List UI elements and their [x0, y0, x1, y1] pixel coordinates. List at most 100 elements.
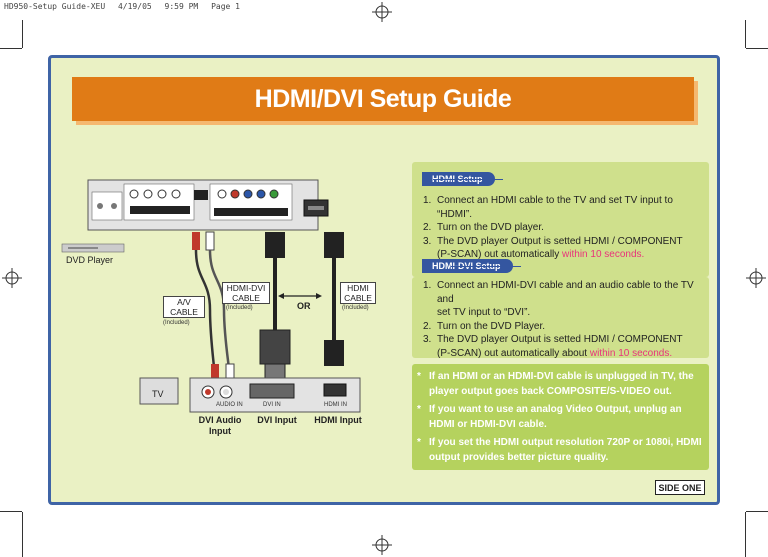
hdmi-cable-label: HDMI CABLE — [340, 282, 376, 304]
step-row: 1. Connect an HDMI cable to the TV and se… — [423, 194, 708, 221]
step-text: The DVD player Output is setted HDMI / C… — [437, 333, 683, 347]
note-bullet: * — [417, 437, 421, 448]
note-item: * If you want to use an analog Video Outp… — [417, 402, 707, 432]
note-item: * If you set the HDMI output resolution 7… — [417, 435, 707, 465]
hdmi-dvi-setup-tag: HDMI-DVI Setup — [422, 259, 520, 273]
crop-mark — [22, 512, 23, 557]
step-row: (P-SCAN) out automatically about within … — [423, 347, 708, 361]
step-row: 2. Turn on the DVD Player. — [423, 320, 708, 334]
step-number: 1. — [423, 280, 432, 291]
dvi-audio-input-line2: Input — [209, 426, 231, 436]
file-name: HD950-Setup Guide-XEU — [4, 2, 106, 11]
page-number: Page 1 — [211, 2, 240, 11]
hdmi-dvi-setup-steps: 1. Connect an HDMI-DVI cable and an audio… — [423, 279, 708, 360]
step-text-main: Connect an HDMI-DVI cable and an audio c… — [437, 280, 694, 305]
step-text-main: set TV input to “DVI”. — [437, 307, 531, 318]
step-number — [423, 306, 437, 320]
tv-icon — [139, 377, 179, 405]
dvd-player-back-panel — [87, 179, 329, 231]
av-cable — [192, 231, 235, 383]
hdmi-dvi-cable-note: (Included) — [226, 305, 253, 311]
hdmi-in-port-label: HDMI IN — [324, 402, 347, 408]
dvi-audio-input-label: DVI Audio Input — [190, 415, 250, 437]
hdmi-dvi-cable — [259, 232, 291, 379]
hdmi-input-label: HDMI Input — [314, 415, 362, 425]
hdmi-cable-line1: HDMI — [347, 283, 369, 293]
dvd-player-label: DVD Player — [66, 255, 114, 265]
connection-diagram — [61, 179, 361, 413]
step-text: (P-SCAN) out automatically within 10 sec… — [437, 248, 644, 262]
step-row: 1. Connect an HDMI-DVI cable and an audio… — [423, 279, 708, 306]
audio-in-port-label: AUDIO IN — [216, 402, 243, 408]
crop-mark — [0, 511, 22, 512]
note-bullet: * — [417, 371, 421, 382]
hdmi-setup-tag: HDMI Setup — [422, 172, 502, 186]
title-bar — [72, 77, 694, 121]
step-text-main: (P-SCAN) out automatically about — [437, 347, 590, 359]
step-number: 2. — [423, 320, 432, 332]
crop-mark — [746, 48, 768, 49]
av-cable-label: A/V CABLE — [163, 296, 205, 318]
step-row: 2. Turn on the DVD player. — [423, 221, 708, 235]
step-text-main: (P-SCAN) out automatically — [437, 249, 563, 260]
note-bullet: * — [417, 404, 421, 415]
step-text: set TV input to “DVI”. — [437, 306, 530, 320]
step-row: set TV input to “DVI”. — [423, 306, 708, 320]
tv-label: TV — [152, 389, 164, 399]
hdmi-dvi-cable-line1: HDMI-DVI — [226, 283, 266, 293]
or-label: OR — [297, 301, 311, 311]
crop-mark — [746, 511, 768, 512]
registration-mark-icon — [746, 268, 766, 288]
note-text: If you set the HDMI output resolution 72… — [429, 437, 702, 463]
crop-mark — [0, 48, 22, 49]
hdmi-dvi-cable-line2: CABLE — [232, 293, 260, 303]
step-text: Connect an HDMI cable to the TV and set … — [437, 194, 708, 221]
step-text-main: The DVD player Output is setted HDMI / C… — [437, 235, 683, 247]
notes-list: * If an HDMI or an HDMI-DVI cable is unpl… — [417, 369, 707, 468]
side-one-label: SIDE ONE — [655, 480, 705, 495]
crop-mark — [22, 20, 23, 48]
notes-section — [412, 364, 709, 470]
hdmi-cable-line2: CABLE — [344, 293, 372, 303]
hdmi-setup-steps: 1. Connect an HDMI cable to the TV and se… — [423, 194, 708, 262]
step-text-main: Connect an HDMI cable to the TV and set … — [437, 195, 673, 220]
dvd-player-icon — [61, 243, 125, 253]
step-text-main: Turn on the DVD Player. — [437, 320, 546, 332]
av-cable-line1: A/V — [177, 297, 191, 307]
hdmi-dvi-cable-label: HDMI-DVI CABLE — [222, 282, 270, 304]
step-text-main: Turn on the DVD player. — [437, 222, 544, 233]
step-number: 2. — [423, 222, 432, 233]
step-text: The DVD player Output is setted HDMI / C… — [437, 235, 683, 249]
step-row: 3. The DVD player Output is setted HDMI /… — [423, 333, 708, 347]
step-number: 1. — [423, 195, 432, 206]
dvi-input-label: DVI Input — [257, 415, 297, 425]
registration-mark-icon — [372, 535, 392, 555]
step-number: 3. — [423, 235, 432, 247]
note-text: If an HDMI or an HDMI-DVI cable is unplu… — [429, 371, 694, 397]
step-row: 3. The DVD player Output is setted HDMI /… — [423, 235, 708, 249]
dvi-audio-input-line1: DVI Audio — [198, 415, 242, 425]
print-header: HD950-Setup Guide-XEU 4/19/05 9:59 PM Pa… — [0, 0, 768, 14]
step-text-main: The DVD player Output is setted HDMI / C… — [437, 334, 683, 345]
page-title: HDMI/DVI Setup Guide — [254, 85, 512, 113]
step-text: (P-SCAN) out automatically about within … — [437, 347, 672, 361]
step-text: Turn on the DVD Player. — [437, 320, 545, 334]
step-row: (P-SCAN) out automatically within 10 sec… — [423, 248, 708, 262]
hdmi-cable — [324, 232, 344, 366]
crop-mark — [745, 512, 746, 557]
hdmi-dvi-setup-section — [412, 277, 709, 358]
tv-back-panel — [189, 377, 361, 413]
av-cable-note: (Included) — [163, 320, 190, 326]
step-highlight: within 10 seconds. — [562, 249, 645, 260]
step-number: 3. — [423, 334, 432, 345]
hdmi-cable-note: (Included) — [342, 305, 369, 311]
av-cable-line2: CABLE — [170, 307, 198, 317]
step-text: Connect an HDMI-DVI cable and an audio c… — [437, 279, 708, 306]
or-arrow-icon — [278, 293, 322, 299]
crop-mark — [745, 20, 746, 48]
registration-mark-icon — [372, 2, 392, 22]
step-highlight: within 10 seconds. — [589, 347, 673, 359]
print-date: 4/19/05 — [117, 2, 152, 11]
dvi-in-port-label: DVI IN — [263, 402, 281, 408]
note-text: If you want to use an analog Video Outpu… — [429, 404, 682, 430]
